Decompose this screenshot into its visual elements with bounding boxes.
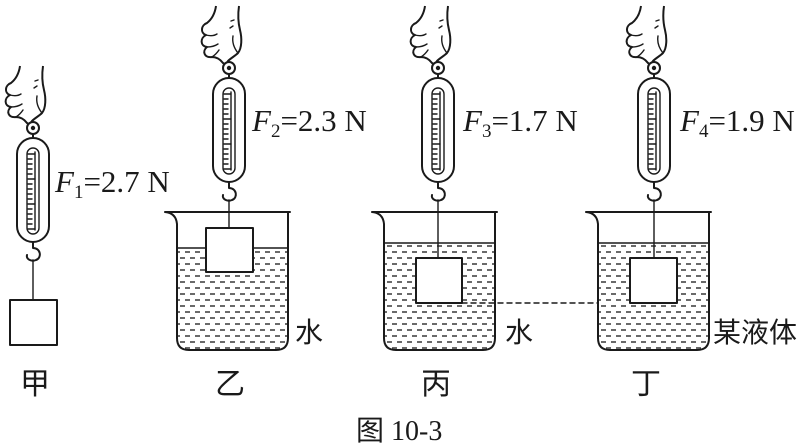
scale-ticks: [432, 93, 441, 170]
beaker-outline: [164, 211, 291, 351]
block-yi: [205, 227, 254, 273]
scale-ticks: [27, 153, 36, 230]
force-label-f4: F4=1.9 N: [679, 103, 795, 142]
scale-slot: [222, 87, 236, 175]
block-ding: [629, 257, 678, 304]
setup-label-ding: 丁: [631, 368, 661, 401]
hand-finger-lines: [630, 19, 664, 58]
force-label-f2: F2=2.3 N: [251, 103, 367, 142]
block-jia: [9, 299, 58, 346]
scale-hook: [430, 181, 446, 202]
scale-ring-pin: [30, 125, 36, 131]
hand-finger-lines: [414, 19, 448, 58]
spring-scale-ding: [625, 5, 671, 202]
hand-finger-lines: [205, 19, 239, 58]
scale-ring-pin: [226, 65, 232, 71]
force-label-f3: F3=1.7 N: [462, 103, 578, 142]
scale-ring-pin: [435, 65, 441, 71]
scale-slot: [431, 87, 445, 175]
scale-hook: [646, 181, 662, 202]
figure-caption: 图 10-3: [356, 416, 442, 447]
beaker-outline: [371, 211, 498, 351]
setup-label-yi: 乙: [215, 368, 245, 401]
liquid-label-yi: 水: [295, 317, 323, 349]
spring-scale-jia: [4, 65, 50, 262]
scale-ticks: [223, 93, 232, 170]
force-label-f1: F1=2.7 N: [54, 164, 170, 203]
setup-label-jia: 甲: [20, 368, 50, 401]
liquid-label-bing: 水: [505, 317, 533, 349]
liquid-label-ding: 某液体: [713, 317, 797, 349]
hand-finger-lines: [9, 79, 43, 118]
scale-hook: [221, 181, 237, 202]
spring-scale-bing: [409, 5, 455, 202]
water: [177, 248, 288, 350]
beaker-outline: [585, 211, 712, 351]
scale-slot: [26, 147, 40, 235]
spring-scales: [4, 5, 671, 262]
scale-hook: [25, 241, 41, 262]
spring-scale-yi: [200, 5, 246, 202]
scale-ticks: [648, 93, 657, 170]
scale-ring-pin: [651, 65, 657, 71]
setup-label-bing: 丙: [421, 368, 451, 401]
block-bing: [415, 257, 463, 304]
scale-slot: [647, 87, 661, 175]
